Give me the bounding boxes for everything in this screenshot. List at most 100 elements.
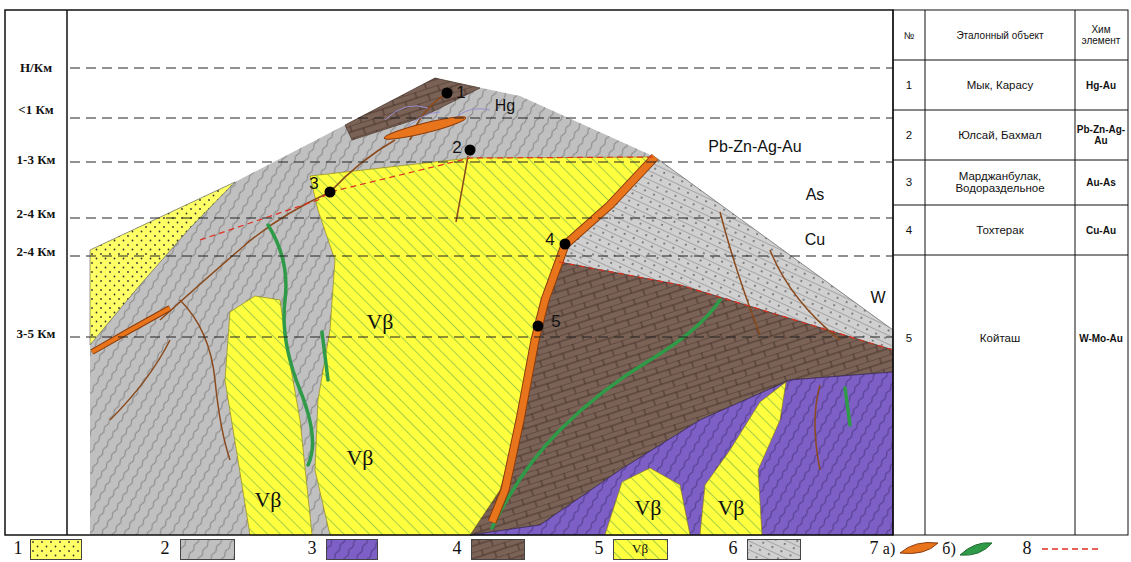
rock-sand bbox=[90, 182, 235, 345]
table-cell: 3 bbox=[895, 176, 923, 188]
legend-number: 7 bbox=[870, 539, 879, 559]
intrusion-label: Vβ bbox=[634, 495, 661, 521]
legend-swatch bbox=[471, 539, 525, 560]
table-cell: Юлсай, Бахмал bbox=[931, 129, 1069, 141]
legend-symbol bbox=[960, 543, 992, 556]
intrusion bbox=[700, 382, 786, 535]
swatch-pattern bbox=[31, 540, 82, 560]
table-header: Хим элемент bbox=[1076, 24, 1126, 46]
intrusion-label: Vβ bbox=[366, 309, 393, 335]
legend-swatch bbox=[326, 539, 378, 560]
element-zone: W bbox=[870, 289, 885, 307]
table-cell: Cu-Au bbox=[1076, 225, 1126, 236]
depth-label: <1 Км bbox=[18, 102, 53, 118]
swatch-pattern bbox=[472, 540, 525, 560]
legend-swatch-label: Vβ bbox=[632, 541, 648, 557]
table-grid bbox=[893, 255, 1128, 256]
deposit-number: 4 bbox=[545, 230, 554, 250]
table-cell: Тохтерак bbox=[931, 224, 1069, 236]
rock-purple bbox=[470, 372, 893, 535]
deposit-point bbox=[560, 239, 571, 250]
ore-body bbox=[492, 157, 655, 522]
deposit-point bbox=[325, 187, 336, 198]
intrusion bbox=[310, 157, 655, 535]
table-header: № bbox=[895, 30, 923, 41]
swatch-pattern bbox=[181, 540, 235, 560]
rock-purple bbox=[470, 372, 893, 535]
depth-line bbox=[70, 256, 893, 257]
legend-number: 4 bbox=[453, 539, 462, 559]
swatch-pattern bbox=[748, 540, 801, 560]
legend-swatch bbox=[30, 539, 82, 560]
intrusion-label: Vβ bbox=[254, 487, 281, 513]
element-zone: Cu bbox=[805, 231, 825, 249]
table-grid bbox=[893, 110, 1128, 111]
table-grid bbox=[893, 60, 1128, 61]
thin-vein bbox=[770, 250, 840, 340]
table-grid bbox=[893, 205, 1128, 206]
table-cell: Мык, Карасу bbox=[931, 79, 1069, 91]
element-zone: Hg bbox=[495, 97, 515, 115]
thin-vein bbox=[720, 212, 760, 335]
table-grid bbox=[1075, 10, 1076, 535]
deposit-point bbox=[325, 88, 571, 332]
table-grid bbox=[893, 10, 1128, 535]
deposit-number: 1 bbox=[456, 83, 465, 103]
swatch-pattern bbox=[614, 540, 668, 560]
ore-body bbox=[492, 157, 655, 522]
deposit-point bbox=[442, 88, 453, 99]
legend-number: 1 bbox=[14, 539, 23, 559]
deposit-number: 2 bbox=[452, 138, 461, 158]
rock-grey bbox=[90, 78, 893, 535]
deposit-point bbox=[533, 321, 544, 332]
deposit-number: 3 bbox=[309, 174, 318, 194]
ore-body bbox=[92, 113, 655, 522]
rock-purple bbox=[470, 372, 893, 535]
legend-number: 6 bbox=[729, 539, 738, 559]
thin-vein bbox=[110, 340, 170, 420]
rock-grey bbox=[90, 78, 893, 535]
table-cell: 5 bbox=[895, 332, 923, 344]
depth-label: 3-5 Км bbox=[17, 326, 56, 342]
frame bbox=[66, 10, 68, 535]
legend-number: 8 bbox=[1023, 539, 1032, 559]
deposit-point bbox=[465, 145, 476, 156]
element-zone: Pb-Zn-Ag-Au bbox=[708, 138, 801, 156]
swatch-pattern bbox=[472, 540, 525, 560]
intrusion bbox=[225, 157, 786, 535]
table-grid bbox=[925, 10, 926, 535]
legend-swatch bbox=[180, 539, 235, 560]
depth-line bbox=[70, 162, 893, 163]
table-grid bbox=[893, 10, 1128, 535]
legend-number: 3 bbox=[308, 539, 317, 559]
table-cell: 2 bbox=[895, 129, 923, 141]
intrusion bbox=[225, 296, 312, 535]
green-dike bbox=[492, 300, 720, 528]
fault-line bbox=[200, 157, 655, 240]
depth-line bbox=[70, 118, 893, 119]
frame bbox=[5, 10, 893, 535]
legend-symbol bbox=[900, 542, 938, 553]
ore-body bbox=[92, 308, 170, 352]
rock-sand bbox=[90, 182, 235, 345]
legend-number: 5 bbox=[595, 539, 604, 559]
swatch-pattern bbox=[327, 540, 378, 560]
legend-sub-label: б) bbox=[942, 540, 955, 558]
depth-line bbox=[70, 218, 893, 219]
legend-sub-label: а) bbox=[883, 540, 895, 558]
intrusion bbox=[310, 157, 655, 535]
ore-body bbox=[92, 308, 170, 352]
intrusion bbox=[225, 296, 312, 535]
swatch-pattern bbox=[327, 540, 378, 560]
rock-grey bbox=[90, 78, 893, 535]
intrusion bbox=[700, 382, 786, 535]
legend-symbol bbox=[900, 542, 1100, 555]
intrusion-label: Vβ bbox=[717, 495, 744, 521]
legend-number: 2 bbox=[161, 539, 170, 559]
thin-vein bbox=[456, 156, 468, 222]
table-header: Эталонный объект bbox=[931, 30, 1069, 41]
intrusion bbox=[605, 468, 690, 535]
